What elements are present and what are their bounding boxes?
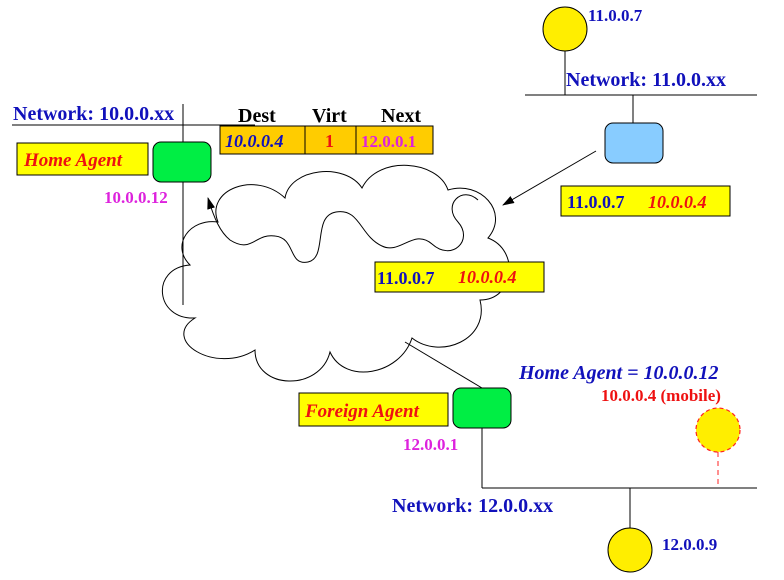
foreign-agent-label-box	[298, 392, 449, 427]
table-cell-next	[355, 125, 434, 155]
table-value-virt: 1	[325, 131, 334, 151]
foreign-agent-ip: 12.0.0.1	[403, 435, 458, 454]
foreign-host-ip: 12.0.0.9	[662, 535, 717, 554]
home-agent-router	[152, 141, 212, 183]
foreign-network-label: Network: 12.0.0.xx	[392, 495, 553, 517]
home-network-label: Network: 10.0.0.xx	[13, 103, 174, 125]
foreign-agent-label: Foreign Agent	[304, 401, 420, 422]
packet-right-dst: 10.0.0.4	[648, 192, 707, 212]
table-header-dest: Dest	[238, 105, 276, 127]
tunnel-path-arrow	[207, 194, 479, 263]
table-cell-virt	[304, 125, 357, 155]
home-agent-ip: 10.0.0.12	[104, 188, 168, 207]
foreign-agent-cloud-link	[404, 341, 483, 389]
mobile-node-label: 10.0.0.4 (mobile)	[601, 386, 721, 405]
remote-network-label: Network: 11.0.0.xx	[566, 69, 726, 91]
incoming-packet-arrow	[502, 150, 597, 206]
packet-cloud-src: 11.0.0.7	[377, 268, 435, 288]
remote-router	[604, 122, 664, 164]
table-cell-dest	[219, 125, 306, 155]
packet-label-right-box	[560, 185, 731, 217]
remote-host-node	[542, 6, 588, 52]
mobile-node	[695, 407, 741, 453]
packet-label-cloud-box	[374, 261, 545, 293]
table-header-next: Next	[381, 105, 421, 127]
mobile-home-agent-note: Home Agent = 10.0.0.12	[518, 362, 719, 384]
table-header-virt: Virt	[312, 105, 347, 127]
packet-cloud-dst: 10.0.0.4	[458, 267, 517, 287]
remote-host-ip: 11.0.0.7	[588, 6, 643, 25]
table-value-dest: 10.0.0.4	[225, 131, 284, 151]
foreign-agent-router	[452, 387, 512, 429]
home-agent-label: Home Agent	[23, 150, 123, 171]
internet-cloud	[162, 164, 510, 382]
home-agent-label-box	[16, 142, 149, 176]
foreign-host-node	[607, 527, 653, 573]
table-value-next: 12.0.0.1	[361, 132, 416, 151]
packet-right-src: 11.0.0.7	[567, 192, 625, 212]
